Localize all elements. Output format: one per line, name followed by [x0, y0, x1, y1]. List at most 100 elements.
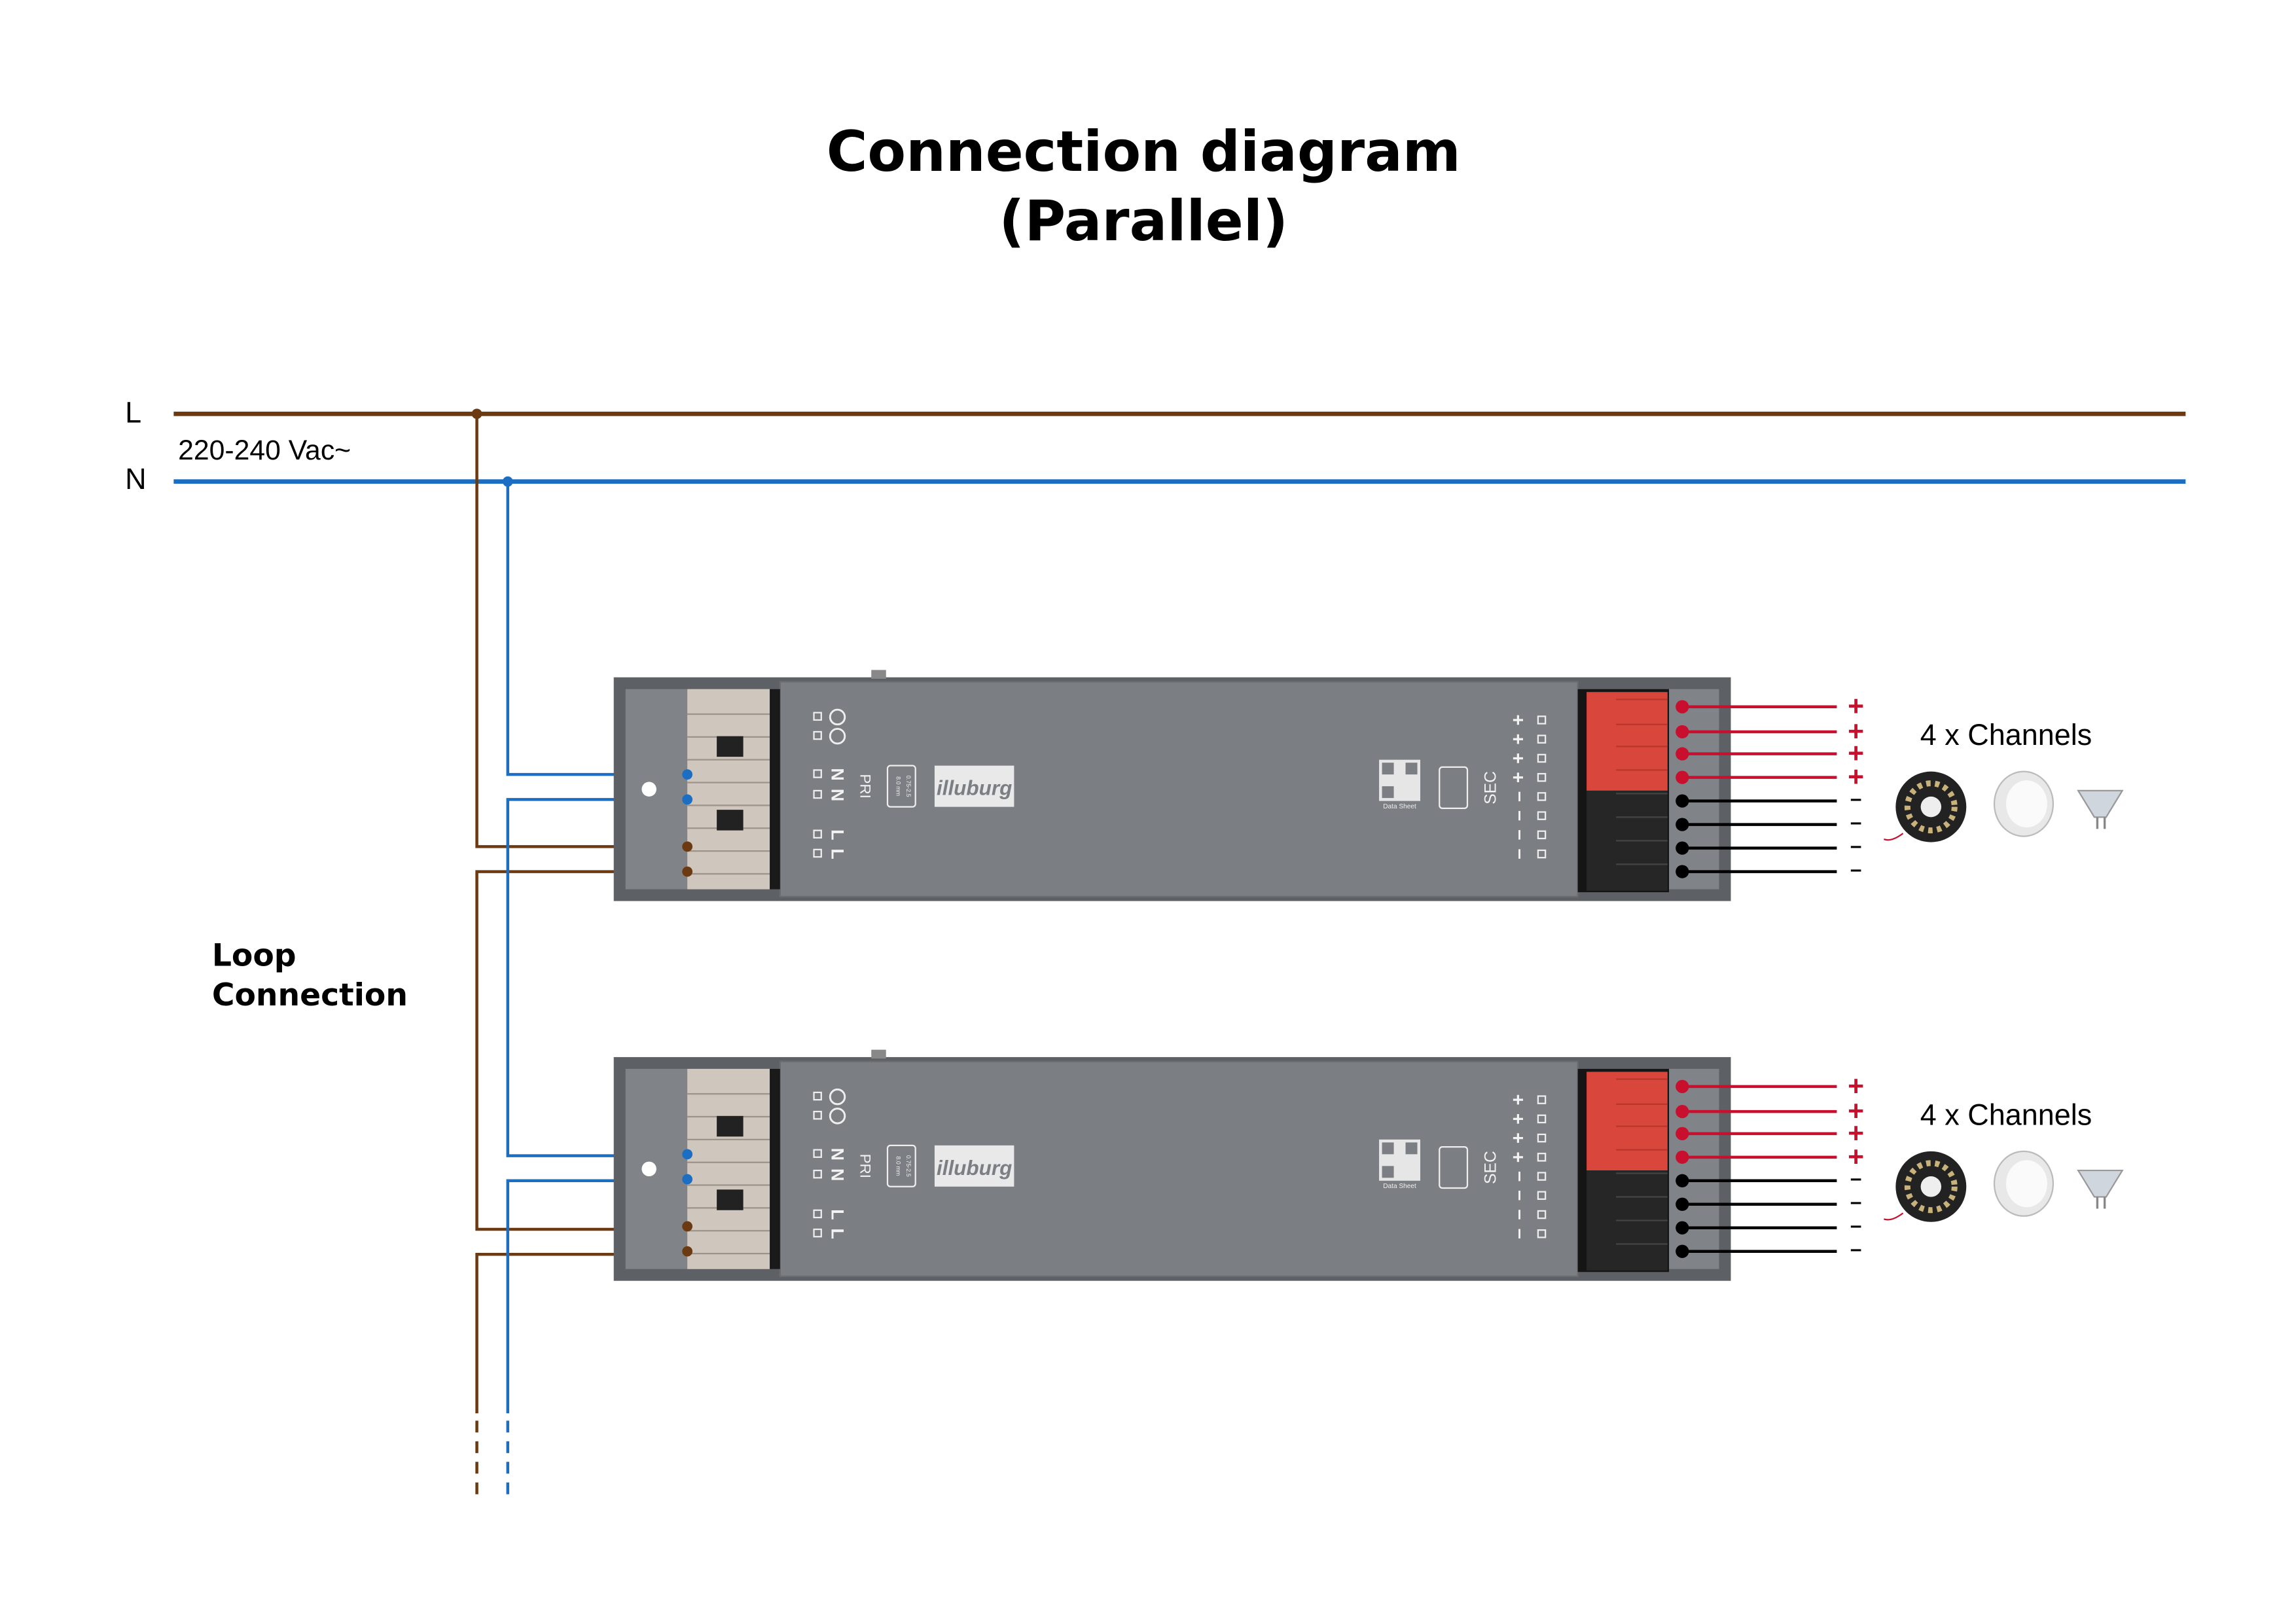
title-line-2: (Parallel) [999, 189, 1288, 254]
output-polarity-marking: + [1509, 1151, 1530, 1163]
brand-logo [934, 765, 1014, 807]
downlight-icon [1993, 1150, 2054, 1217]
positive-sign: + [1848, 738, 1864, 769]
output-terminal-point [1676, 725, 1689, 739]
channels-label: 4 x Channels [1920, 718, 2092, 751]
wire-spec-box [886, 1144, 916, 1187]
driver-cover [779, 681, 1579, 897]
primary-label: PRI [857, 774, 874, 798]
voltage-label: 220-240 Vac~ [178, 435, 351, 466]
earth-icon [829, 1088, 846, 1106]
wire-spec-box [886, 765, 916, 808]
input-terminal-point [682, 769, 693, 780]
title-line-1: Connection diagram [827, 120, 1461, 185]
downlight-icon [1993, 770, 2054, 837]
output-polarity-marking: + [1509, 714, 1530, 725]
negative-sign: – [1850, 1167, 1862, 1190]
input-terminal-point [682, 1221, 693, 1232]
output-polarity-marking: + [1509, 1094, 1530, 1106]
input-terminal-label: N [828, 1148, 848, 1161]
channels-label: 4 x Channels [1920, 1098, 2092, 1131]
input-terminal-label: L [828, 829, 848, 840]
mounting-hole [641, 1161, 656, 1177]
output-terminal-point [1676, 770, 1689, 784]
positive-sign: + [1848, 715, 1864, 747]
earth-icon [829, 1108, 846, 1125]
negative-sign: – [1850, 857, 1862, 880]
wire-spec: 0.75-2.5 [905, 1155, 912, 1177]
output-terminal-point [1676, 1244, 1689, 1258]
live-loop-wire-1 [475, 870, 688, 1231]
secondary-label: SEC [1482, 771, 1499, 804]
led-strip-reel-icon [1883, 1151, 1967, 1222]
input-terminal-block [687, 689, 770, 890]
output-terminal-point [1676, 1127, 1689, 1140]
mr16-bulb-icon [2077, 1169, 2124, 1209]
wire-spec-box [1439, 1146, 1469, 1189]
positive-sign: + [1848, 1096, 1864, 1127]
output-terminal-point [1676, 841, 1689, 855]
output-polarity-marking: – [1509, 829, 1530, 840]
neutral-label: N [125, 462, 146, 496]
positive-sign: + [1848, 761, 1864, 793]
neutral-loop-wire-1 [506, 798, 688, 1157]
brand-logo [934, 1145, 1014, 1187]
output-terminal-point [1676, 865, 1689, 878]
positive-sign: + [1848, 691, 1864, 722]
brand-name: illuburg [937, 1157, 1012, 1180]
secondary-label: SEC [1482, 1151, 1499, 1184]
positive-output-connector [1587, 1072, 1668, 1171]
output-terminal-point [1676, 1221, 1689, 1235]
wire-spec-box [1439, 766, 1469, 810]
output-polarity-marking: + [1509, 1132, 1530, 1144]
output-terminal-point [1676, 1150, 1689, 1164]
input-terminal-label: L [828, 1209, 848, 1219]
input-terminal-point [682, 1149, 693, 1160]
loop-connection-line-2: Connection [212, 977, 408, 1013]
led-strip-reel-icon [1883, 771, 1967, 842]
wire-spec: 0.75-2.5 [905, 776, 912, 797]
input-terminal-point [682, 841, 693, 852]
output-polarity-marking: – [1509, 848, 1530, 859]
mounting-hole [641, 782, 656, 797]
output-terminal-point [1676, 1174, 1689, 1187]
negative-sign: – [1850, 1214, 1862, 1237]
negative-sign: – [1850, 810, 1862, 833]
brand-name: illuburg [937, 777, 1012, 800]
live-label: L [125, 396, 141, 429]
mr16-bulb-icon [2077, 789, 2124, 829]
output-polarity-marking: – [1509, 1190, 1530, 1200]
output-polarity-marking: + [1509, 734, 1530, 745]
input-terminal-label: L [828, 848, 848, 859]
output-polarity-marking: – [1509, 1229, 1530, 1239]
primary-label: PRI [857, 1154, 874, 1178]
negative-sign: – [1850, 1237, 1862, 1260]
input-terminal-label: N [828, 789, 848, 801]
input-terminal-label: L [828, 1229, 848, 1239]
input-terminal-block [687, 1068, 770, 1269]
loop-wiring [475, 414, 688, 1494]
output-polarity-marking: + [1509, 1113, 1530, 1125]
output-terminal-point [1676, 1104, 1689, 1119]
output-polarity-marking: – [1509, 1209, 1530, 1219]
output-terminal-point [1676, 818, 1689, 831]
positive-sign: + [1848, 1117, 1864, 1149]
driver-cover [779, 1060, 1579, 1278]
output-terminal-point [1676, 747, 1689, 761]
output-terminal-point [1676, 1079, 1689, 1094]
output-polarity-marking: + [1509, 772, 1530, 783]
output-terminal-point [1676, 700, 1689, 713]
output-terminal-point [1676, 1197, 1689, 1211]
input-terminal-label: N [828, 1168, 848, 1181]
output-polarity-marking: – [1509, 1171, 1530, 1182]
earth-icon [829, 727, 846, 745]
output-terminal-point [1676, 794, 1689, 808]
positive-output-connector [1587, 692, 1668, 791]
qr-caption: Data Sheet [1383, 1183, 1416, 1190]
output-polarity-marking: – [1509, 810, 1530, 821]
